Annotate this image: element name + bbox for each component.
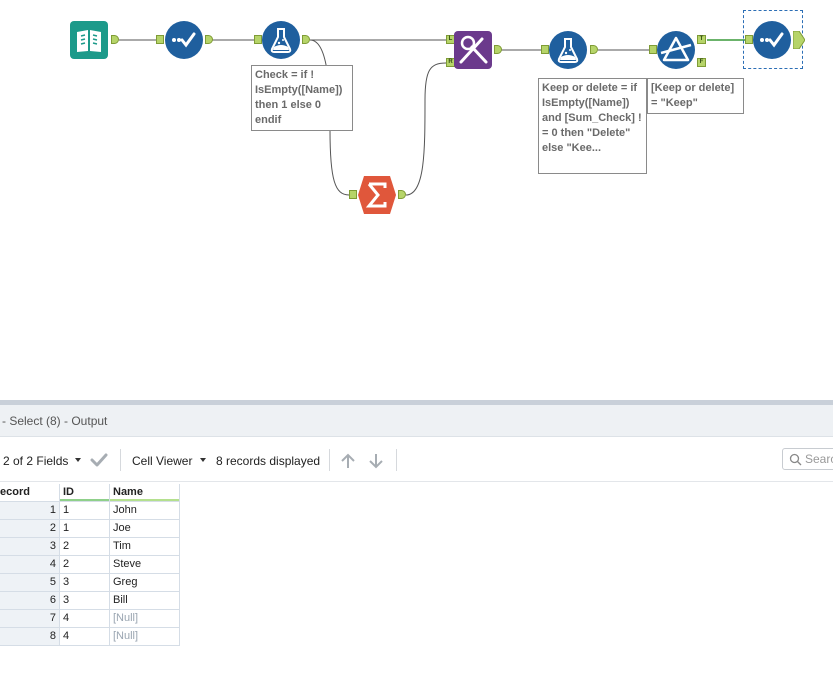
arrow-down-icon[interactable] (367, 452, 385, 470)
summarize-tool[interactable] (358, 176, 396, 214)
cell-record[interactable]: 6 (0, 592, 60, 610)
cell-id[interactable]: 3 (60, 592, 110, 610)
records-count: 8 records displayed (216, 454, 321, 468)
workflow-connections (119, 39, 745, 196)
cell-name[interactable]: Bill (110, 592, 180, 610)
results-toolbar: 2 of 2 Fields Cell Viewer 8 records disp… (0, 437, 833, 482)
cell-viewer-dropdown[interactable]: Cell Viewer (132, 454, 193, 468)
formula-tool-2[interactable] (549, 31, 587, 69)
arrow-up-icon[interactable] (339, 452, 357, 470)
cell-record[interactable]: 7 (0, 610, 60, 628)
formula-tool[interactable] (262, 21, 300, 59)
column-header-id[interactable]: ID (60, 484, 110, 502)
fields-dropdown[interactable]: 2 of 2 Fields (3, 454, 69, 468)
cell-record[interactable]: 1 (0, 502, 60, 520)
select-input-anchor[interactable] (156, 35, 164, 44)
filter-true-anchor[interactable]: T (697, 35, 706, 44)
select2-output-anchor[interactable] (793, 31, 805, 49)
cell-id[interactable]: 2 (60, 556, 110, 574)
select-tool-2[interactable] (753, 21, 791, 59)
cell-name[interactable]: [Null] (110, 610, 180, 628)
input-data-tool[interactable] (70, 21, 108, 59)
toolbar-separator (396, 449, 397, 471)
toolbar-separator (329, 449, 330, 471)
filter-annotation: [Keep or delete] = "Keep" (647, 78, 744, 114)
cell-id[interactable]: 3 (60, 574, 110, 592)
cell-record[interactable]: 3 (0, 538, 60, 556)
filter-false-anchor[interactable]: F (697, 58, 706, 67)
toolbar-separator (120, 449, 121, 471)
formula2-input-anchor[interactable] (541, 45, 549, 54)
results-title-bar: - Select (8) - Output (0, 405, 833, 437)
cell-record[interactable]: 5 (0, 574, 60, 592)
search-input[interactable]: Searc (782, 448, 833, 470)
formula2-output-anchor[interactable] (590, 45, 598, 54)
filter-tool[interactable] (657, 31, 695, 69)
formula2-annotation: Keep or delete = if IsEmpty([Name]) and … (538, 78, 647, 174)
summarize-output-anchor[interactable] (398, 190, 406, 199)
cell-id[interactable]: 1 (60, 502, 110, 520)
cell-id[interactable]: 4 (60, 628, 110, 646)
cell-id[interactable]: 4 (60, 610, 110, 628)
cell-record[interactable]: 4 (0, 556, 60, 574)
search-placeholder: Searc (805, 452, 833, 466)
connection-summarize-join-right (405, 62, 447, 196)
checkmark-icon (753, 21, 791, 59)
cell-record[interactable]: 2 (0, 520, 60, 538)
formula-input-anchor[interactable] (254, 35, 262, 44)
search-icon (789, 453, 802, 466)
join-icon (454, 31, 492, 69)
flask-icon (262, 21, 300, 59)
cell-name[interactable]: John (110, 502, 180, 520)
select-output-anchor[interactable] (205, 35, 213, 44)
formula-output-anchor[interactable] (302, 35, 310, 44)
select-tool[interactable] (165, 21, 203, 59)
cell-id[interactable]: 2 (60, 538, 110, 556)
column-header-name[interactable]: Name (110, 484, 180, 502)
apply-check-icon[interactable] (90, 453, 108, 467)
join-tool[interactable] (454, 31, 492, 69)
cell-name[interactable]: Steve (110, 556, 180, 574)
join-output-anchor[interactable] (494, 45, 502, 54)
cell-record[interactable]: 8 (0, 628, 60, 646)
cell-name[interactable]: Tim (110, 538, 180, 556)
column-header-record[interactable]: ecord (0, 484, 60, 502)
book-icon (70, 21, 108, 59)
workflow-canvas[interactable]: L R T F (0, 0, 833, 400)
panel-splitter[interactable] (0, 400, 833, 405)
cell-name[interactable]: Joe (110, 520, 180, 538)
filter-input-anchor[interactable] (649, 45, 657, 54)
cell-viewer-caret-icon[interactable] (200, 458, 206, 462)
cell-name[interactable]: Greg (110, 574, 180, 592)
cell-id[interactable]: 1 (60, 520, 110, 538)
select2-input-anchor[interactable] (745, 35, 753, 44)
formula-annotation: Check = if ! IsEmpty([Name]) then 1 else… (251, 65, 353, 131)
fields-dropdown-caret-icon[interactable] (75, 458, 81, 462)
filter-icon (657, 31, 695, 69)
results-title: - Select (8) - Output (2, 414, 108, 428)
cell-name[interactable]: [Null] (110, 628, 180, 646)
input-data-output-anchor[interactable] (111, 35, 119, 44)
checkmark-icon (165, 21, 203, 59)
summarize-input-anchor[interactable] (349, 190, 357, 199)
flask-icon (549, 31, 587, 69)
sigma-icon (358, 176, 396, 214)
